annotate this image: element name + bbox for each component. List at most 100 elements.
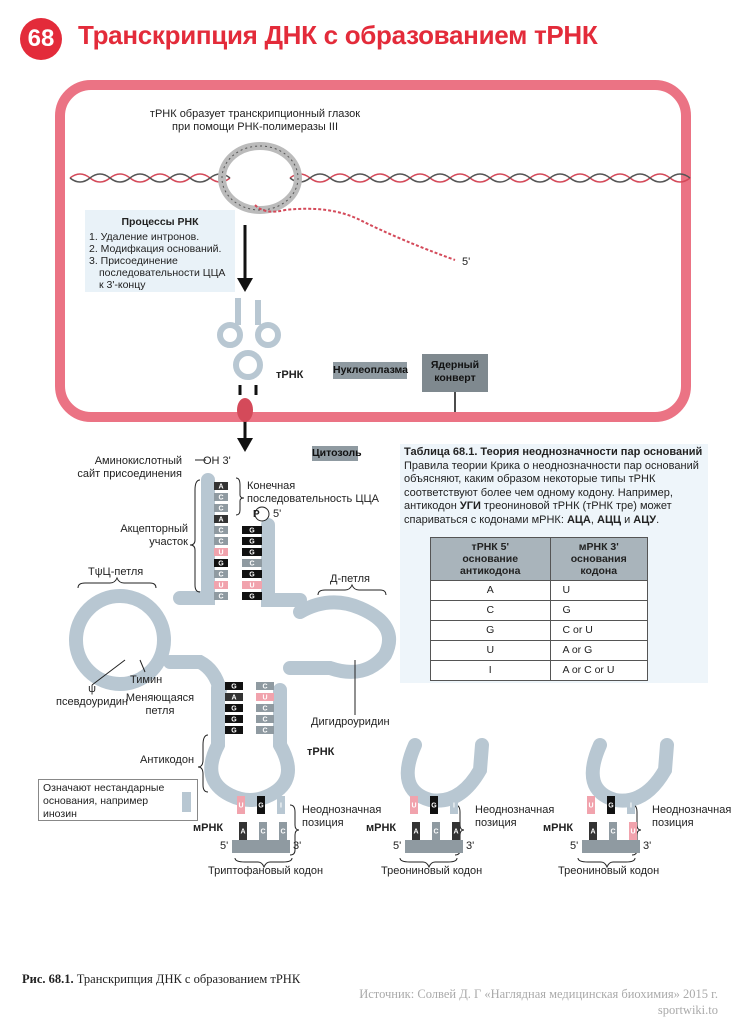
caption-label: Рис. 68.1. — [22, 972, 74, 986]
mrna-strand — [582, 840, 640, 853]
wobble-table-panel: Таблица 68.1. Теория неоднозначности пар… — [400, 444, 708, 683]
base-letter: G — [249, 539, 255, 546]
base-G — [242, 537, 262, 545]
transcription-bubble — [218, 142, 302, 214]
eye-label-line: тРНК образует транскрипционный глазок — [149, 108, 361, 120]
codon-name-label: Триптофановый кодон — [208, 865, 324, 877]
base-letter: C — [262, 728, 267, 735]
cell: C or U — [549, 620, 648, 641]
base-letter: U — [238, 803, 243, 810]
base-letter: G — [431, 803, 437, 810]
process-item: 1. Удаление интронов. — [89, 231, 200, 243]
three-prime-label: 3' — [643, 840, 652, 852]
base-letter: C — [280, 829, 285, 836]
base-I — [627, 796, 635, 814]
table-text: Правила теории Крика о неоднозначности п… — [404, 459, 699, 472]
base-G — [225, 704, 243, 712]
base-G — [242, 526, 262, 534]
base-letter: C — [218, 572, 223, 579]
small-trna — [217, 298, 281, 395]
envelope-line: конверт — [434, 372, 476, 384]
process-item: к 3'-концу — [99, 279, 146, 291]
base-letter: C — [249, 561, 254, 568]
ambiguous-position-label: Неоднозначная — [652, 804, 732, 816]
base-letter: U — [218, 583, 223, 590]
base-C — [214, 592, 228, 600]
base-G — [242, 592, 262, 600]
base-C — [214, 570, 228, 578]
mrna-strand — [232, 840, 290, 853]
cell: C — [430, 600, 551, 621]
base-C — [214, 526, 228, 534]
text-part: АЦА — [566, 513, 591, 526]
label-line: Меняющаяся — [125, 692, 195, 704]
nuclear-envelope-label: Ядерный конверт — [422, 354, 488, 392]
base-letter: U — [249, 583, 254, 590]
oh3-label: OH 3' — [203, 455, 231, 467]
cell: U — [430, 640, 551, 661]
ambiguous-position-label: позиция — [302, 817, 344, 829]
codon-name-label: Треониновый кодон — [381, 865, 483, 877]
base-letter: U — [411, 803, 416, 810]
cell: A — [430, 580, 551, 601]
cell: U — [549, 580, 648, 601]
process-item: последовательности ЦЦА — [99, 267, 226, 279]
text-part: , — [590, 513, 597, 526]
base-letter: C — [262, 717, 267, 724]
base-letter: A — [218, 517, 223, 524]
base-letter: U — [262, 695, 267, 702]
base-letter: U — [630, 829, 635, 836]
envelope-line: Ядерный — [430, 359, 480, 371]
base-U — [214, 581, 228, 589]
base-letter: G — [231, 706, 237, 713]
brackets — [77, 459, 642, 869]
base-letter: A — [240, 829, 245, 836]
amino-site-label: Аминокислотный сайт присоединения — [70, 455, 182, 481]
base-letter: G — [608, 803, 614, 810]
cell: A or G — [549, 640, 648, 661]
base-A — [239, 822, 247, 840]
page-title: Транскрипция ДНК с образованием тРНК — [78, 20, 598, 50]
ambiguous-position-label: позиция — [475, 817, 517, 829]
cell: I — [430, 660, 551, 681]
dihydrouridine-label: Дигидроуридин — [311, 716, 390, 728]
eye-label: тРНК образует транскрипционный глазок пр… — [140, 108, 370, 134]
base-C — [242, 559, 262, 567]
text-part: УГИ — [459, 500, 481, 512]
legend-line: инозин — [43, 808, 77, 820]
base-C — [256, 682, 274, 690]
header-line: основания кодона — [570, 553, 627, 577]
text-part: треониновой тРНК (тРНК тре) может — [480, 500, 672, 512]
process-item: 3. Присоединение — [89, 255, 178, 267]
terminal-cca-label: Конечная последовательность ЦЦА — [247, 480, 379, 506]
base-C — [256, 715, 274, 723]
source-line: sportwiki.to — [657, 1003, 718, 1017]
rna-processes-box: Процессы РНК 1. Удаление интронов. 2. Мо… — [85, 210, 235, 292]
table-title: Таблица 68.1. Теория неоднозначности пар… — [404, 446, 703, 458]
text-part: . — [656, 513, 660, 526]
base-C — [432, 822, 440, 840]
base-U — [242, 581, 262, 589]
label-line: участок — [149, 536, 188, 548]
base-U — [587, 796, 595, 814]
base-A — [412, 822, 420, 840]
cytosol-label: Цитозоль — [312, 446, 362, 461]
label-line: Акцепторный — [120, 523, 188, 535]
base-letter: C — [218, 528, 223, 535]
base-U — [410, 796, 418, 814]
nucleoplasm-label: Нуклеоплазма — [333, 362, 408, 379]
anticodon-label: Антикодон — [140, 754, 195, 766]
base-C — [256, 704, 274, 712]
base-letter: G — [231, 684, 237, 691]
base-G — [225, 682, 243, 690]
mrna-strand — [405, 840, 463, 853]
base-letter: G — [258, 803, 264, 810]
base-letter: G — [249, 572, 255, 579]
text-part: АЦУ — [633, 513, 657, 526]
label-line: петля — [145, 705, 175, 717]
base-letter: G — [231, 717, 237, 724]
